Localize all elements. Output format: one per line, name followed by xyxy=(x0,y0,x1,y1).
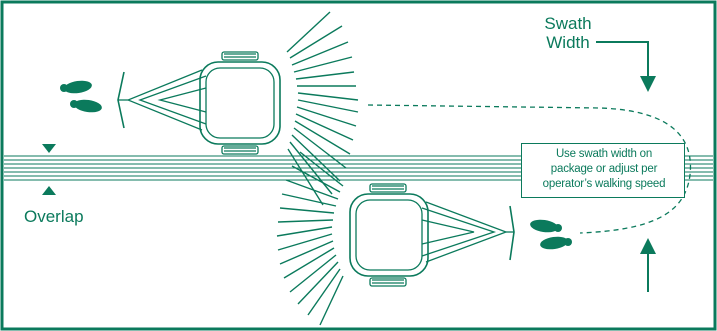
swath-width-label-line-1: Swath xyxy=(544,14,592,33)
swath-note-box: Use swath width on package or adjust per… xyxy=(521,143,685,198)
swath-width-down-arrow-icon xyxy=(640,76,656,92)
overlap-label: Overlap xyxy=(24,207,84,226)
top-spreader-icon xyxy=(117,51,281,155)
note-line-1: Use swath width on xyxy=(555,148,653,160)
bottom-footprints-icon xyxy=(530,219,572,250)
swath-width-bracket xyxy=(596,41,649,80)
top-footprints-icon xyxy=(60,80,102,113)
note-line-2: package or adjust per xyxy=(550,163,658,175)
swath-width-up-arrow-icon xyxy=(640,238,656,254)
walking-path-dashed xyxy=(367,104,692,234)
overlap-band xyxy=(4,155,713,181)
bottom-spread-pattern xyxy=(276,151,344,326)
note-line-3: operator’s walking speed xyxy=(542,178,666,190)
overlap-down-arrow-icon xyxy=(42,144,56,153)
bottom-spreader-icon xyxy=(349,183,515,287)
overlap-up-arrow-icon xyxy=(42,186,56,195)
swath-width-label-line-2: Width xyxy=(546,33,590,52)
top-spread-pattern xyxy=(286,11,359,206)
